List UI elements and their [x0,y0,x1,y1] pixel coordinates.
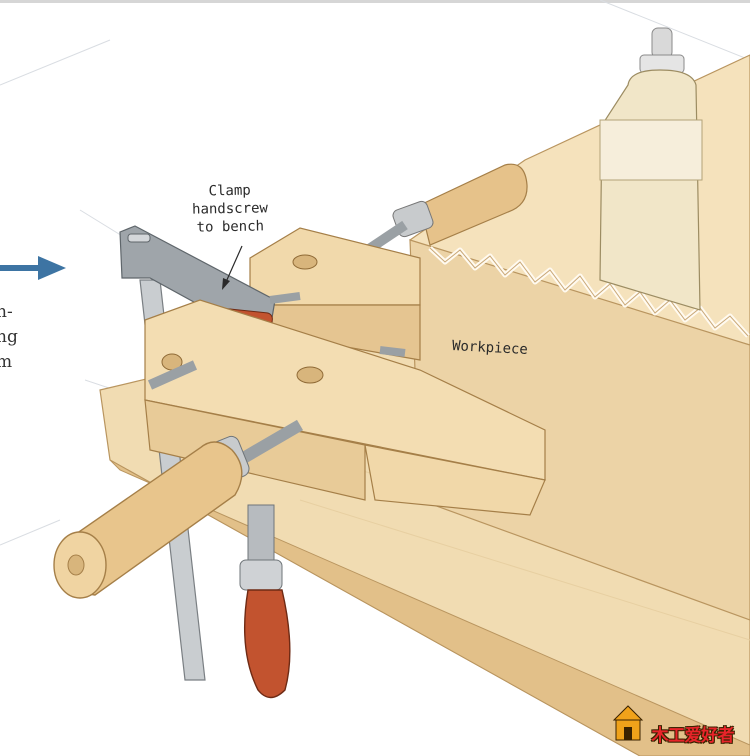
cropped-text-line-2: ng [0,327,18,347]
f-clamp-screw-handle [239,504,291,699]
callout-line-1: Clamp [208,182,251,200]
watermark: 木工爱好者 [612,720,735,746]
woodworker-logo-icon [612,705,644,741]
cropped-text-line-3: m [0,352,13,372]
callout-clamp-handscrew: Clamp handscrew to bench [180,181,281,237]
rear-spindle [269,292,301,304]
front-clamp-handle [53,360,304,599]
callout-line-2: handscrew [191,200,269,218]
arrow-right-icon [0,256,66,280]
watermark-logo-space [612,720,652,746]
top-divider [0,0,750,3]
callout-line-3: to bench [196,218,265,236]
cropped-text-line-1: n- [0,302,13,322]
watermark-text: 木工爱好者 [651,725,735,746]
glue-bottle-icon [599,27,703,311]
callout-leader [225,245,243,283]
cropped-body-text: n- ng m [0,300,18,375]
